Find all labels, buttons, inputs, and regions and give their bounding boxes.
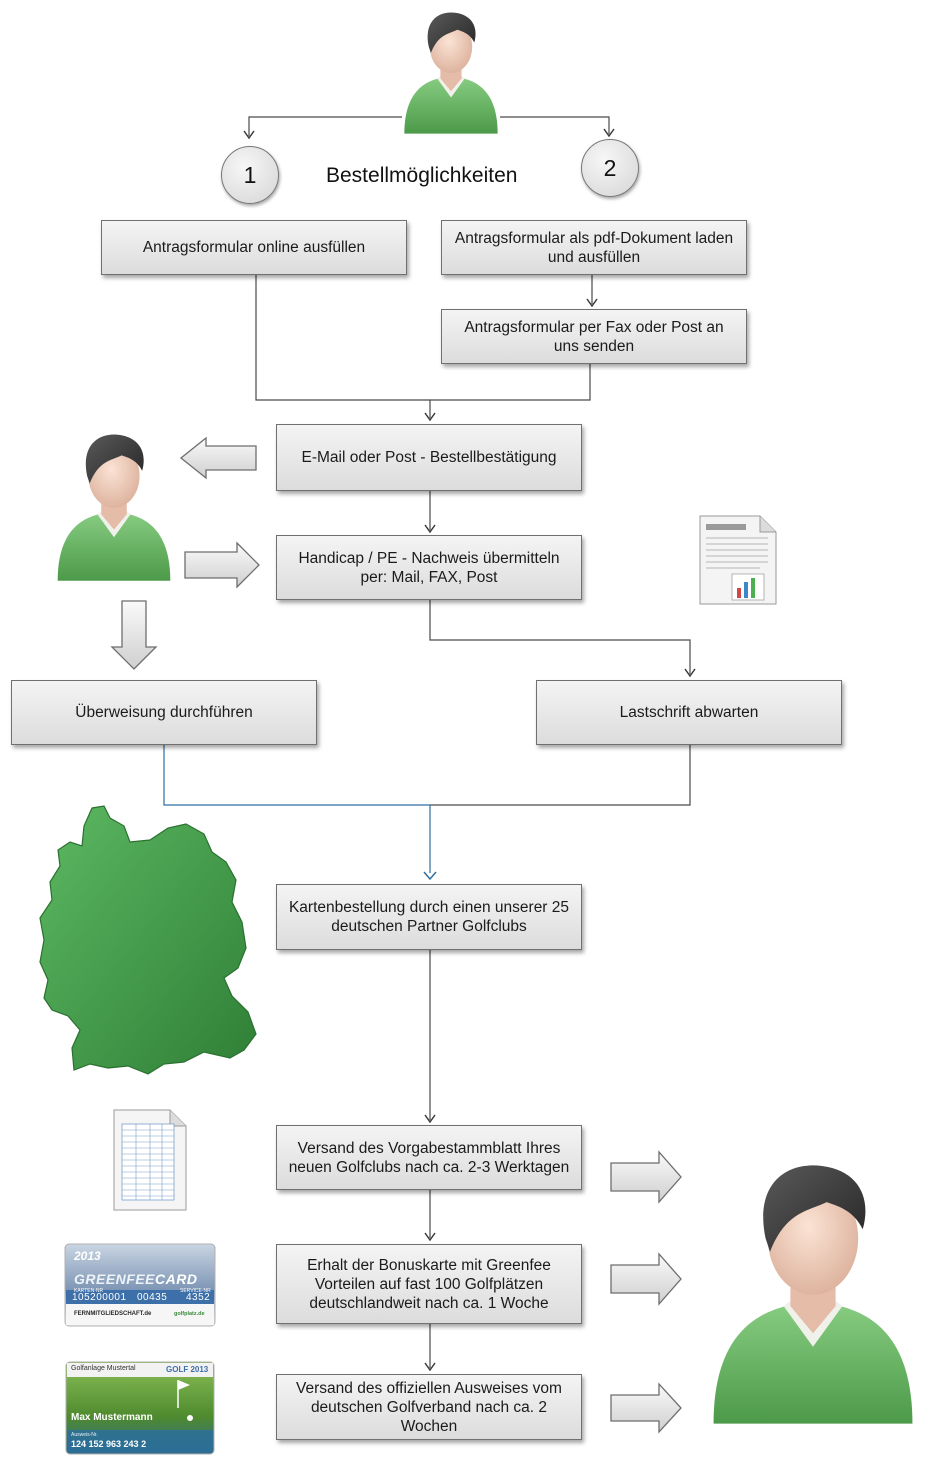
golf-id-card-icon (65, 1361, 215, 1455)
customer-person-icon-large (713, 1165, 913, 1424)
greenfee-card-number-c: 4352 (186, 1292, 211, 1303)
chart-document-icon (699, 515, 777, 605)
germany-map-icon (39, 805, 257, 1075)
step-online-form: Antragsformular online ausfüllen (101, 220, 407, 275)
step-official-id: Versand des offiziellen Ausweises vom de… (276, 1374, 582, 1440)
greenfee-card-title-b: CARD (155, 1271, 198, 1287)
arrow-left-icon (179, 436, 257, 480)
golf-id-name: Max Mustermann (71, 1412, 153, 1423)
golf-id-number: 124 152 963 243 2 (71, 1439, 147, 1449)
arrow-right-icon (184, 541, 260, 589)
greenfee-card-title: GREENFEECARD (74, 1271, 197, 1287)
arrow-right-bonus-icon (610, 1252, 682, 1306)
step-handicap-proof: Handicap / PE - Nachweis übermitteln per… (276, 535, 582, 600)
greenfee-card-title-a: GREENFEE (74, 1271, 156, 1287)
greenfee-card-icon (64, 1243, 216, 1327)
golf-id-club: Golfanlage Mustertal (71, 1365, 136, 1372)
block-arrows (110, 436, 682, 1434)
step-bank-transfer: Überweisung durchführen (11, 680, 317, 745)
greenfee-card-year: 2013 (74, 1249, 101, 1263)
greenfee-card-partner: golfplatz.de (174, 1311, 205, 1317)
connector-arrowheads (243, 128, 696, 1372)
step-card-order: Kartenbestellung durch einen unserer 25 … (276, 884, 582, 950)
customer-person-icon (404, 12, 498, 134)
customer-person-icon-middle (57, 434, 171, 581)
greenfee-card-label-right: SERVICE-NR (180, 1288, 211, 1294)
arrow-right-sheet-icon (610, 1150, 682, 1204)
golf-id-label: Ausweis-Nr. (71, 1432, 98, 1438)
step-handicap-sheet: Versand des Vorgabestammblatt Ihres neue… (276, 1125, 582, 1190)
arrow-down-icon (110, 600, 158, 670)
page-title: Bestellmöglichkeiten (326, 164, 518, 187)
greenfee-card-brand: FERNMITGLIEDSCHAFT.de (74, 1311, 151, 1317)
greenfee-card-label-left: KARTEN-NR (74, 1288, 104, 1294)
greenfee-card-brand-suffix: .de (142, 1311, 152, 1317)
step-order-confirmation: E-Mail oder Post - Bestellbestätigung (276, 424, 582, 491)
option-number-1: 1 (221, 146, 279, 204)
step-bonus-card: Erhalt der Bonuskarte mit Greenfee Vorte… (276, 1244, 582, 1324)
arrow-right-id-icon (610, 1382, 682, 1434)
golf-id-badge: GOLF 2013 (166, 1365, 209, 1374)
greenfee-card-number-a: 105200001 (72, 1292, 127, 1303)
greenfee-card-brand-name: FERNMITGLIEDSCHAFT (74, 1311, 143, 1317)
connector-lines (163, 116, 691, 1368)
step-pdf-form: Antragsformular als pdf-Dokument laden u… (441, 220, 747, 275)
step-direct-debit: Lastschrift abwarten (536, 680, 842, 745)
greenfee-card-number-b: 00435 (137, 1292, 168, 1303)
step-send-form: Antragsformular per Fax oder Post an uns… (441, 309, 747, 364)
spreadsheet-document-icon (113, 1109, 187, 1211)
option-number-2: 2 (581, 139, 639, 197)
